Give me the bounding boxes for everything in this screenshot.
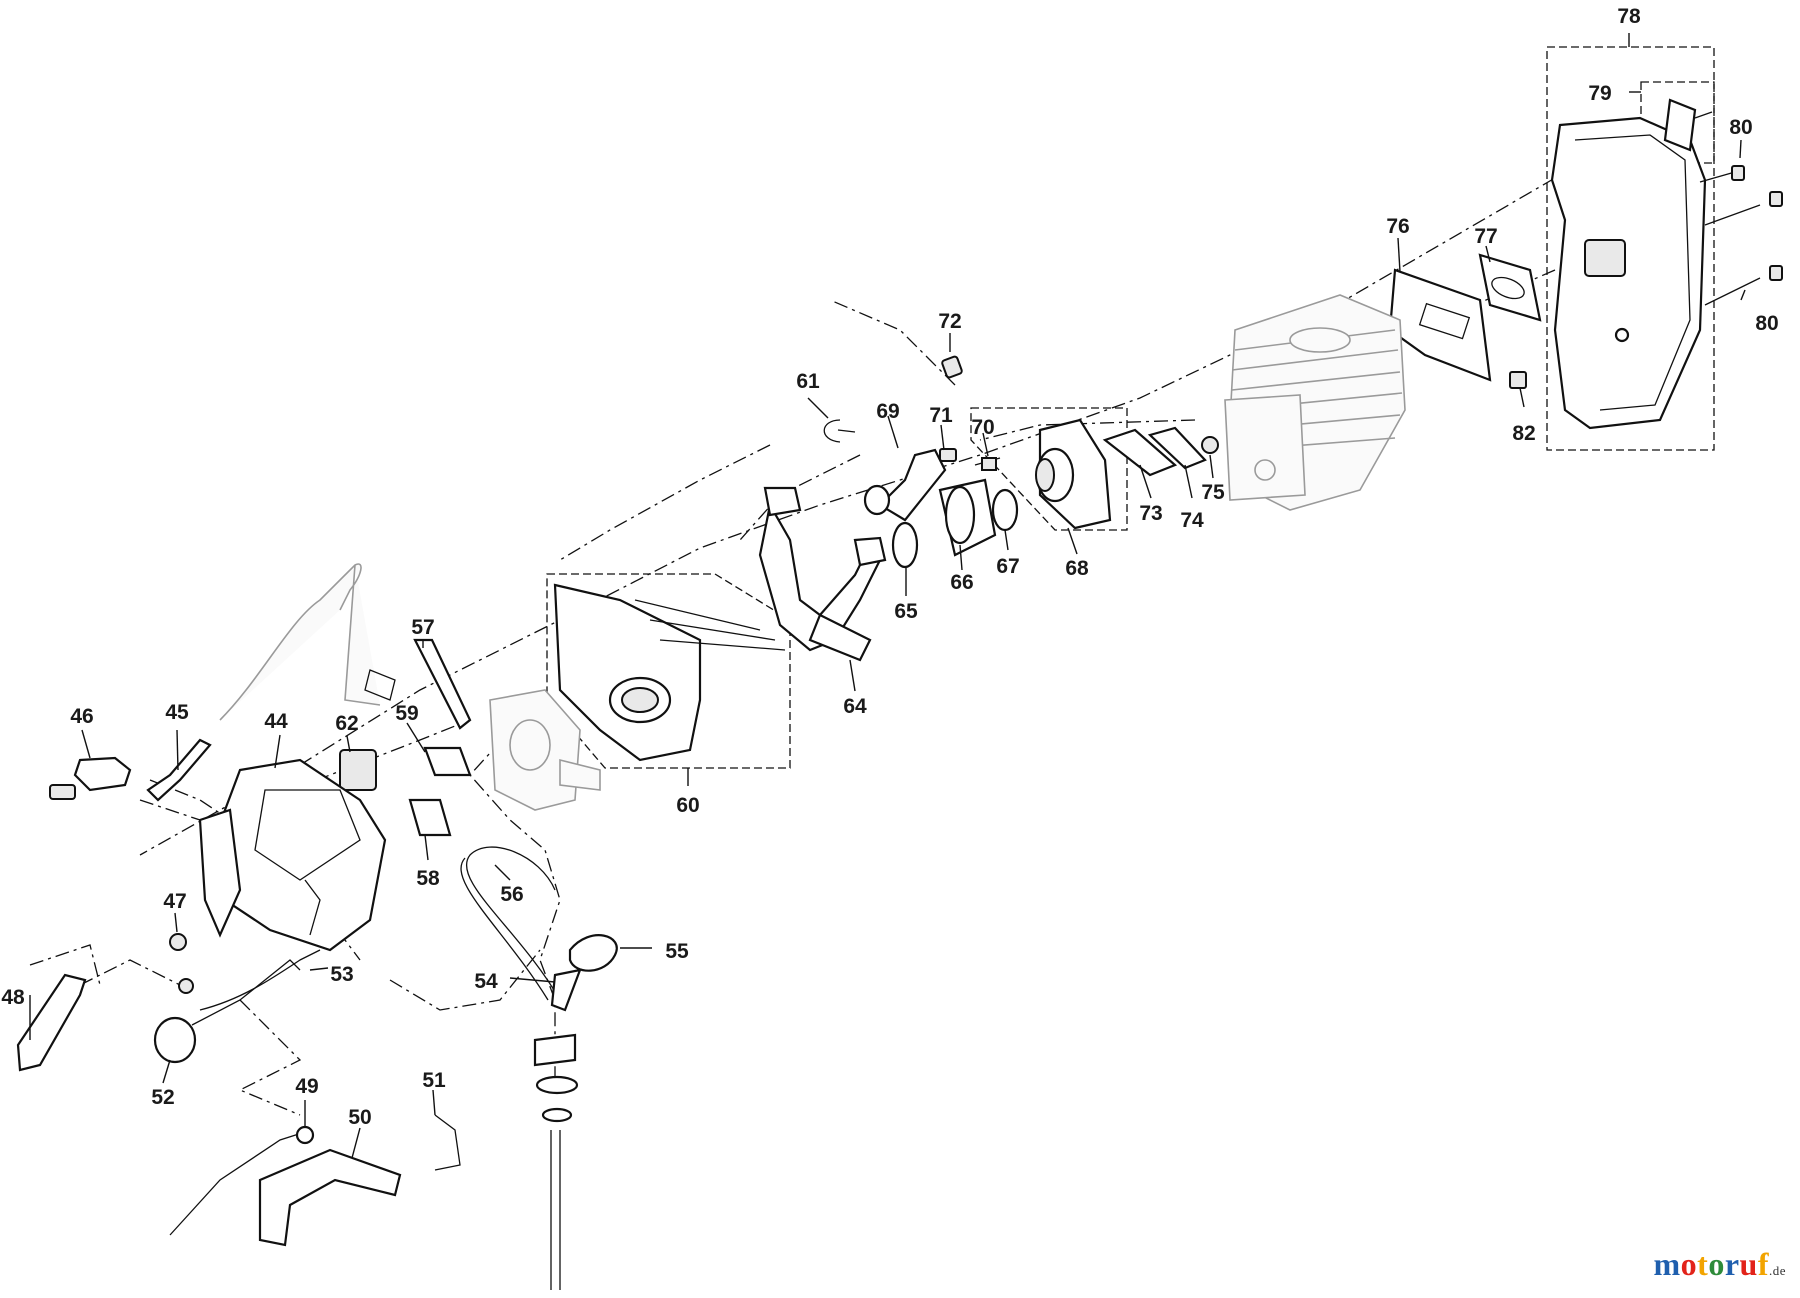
plate-part-73 — [1102, 428, 1178, 477]
callout-44: 44 — [264, 710, 288, 733]
group-box-68 — [970, 407, 1128, 531]
rod-part-45 — [146, 738, 212, 802]
spring-part-51 — [434, 1114, 461, 1171]
callout-52: 52 — [151, 1086, 174, 1109]
watermark-letter: t — [1697, 1246, 1709, 1282]
callout-78: 78 — [1617, 5, 1641, 28]
callout-75: 75 — [1201, 481, 1225, 504]
callout-70: 70 — [971, 416, 994, 439]
callout-67: 67 — [996, 555, 1019, 578]
callout-64: 64 — [843, 695, 867, 718]
callout-56: 56 — [500, 883, 523, 906]
callout-76: 76 — [1386, 215, 1409, 238]
callout-61: 61 — [796, 370, 820, 393]
lever-part-48 — [16, 973, 87, 1072]
callout-57: 57 — [411, 616, 434, 639]
watermark-logo: motoruf.de — [1654, 1246, 1787, 1283]
gasket-part-59 — [423, 746, 472, 777]
nut-part-47 — [169, 933, 187, 951]
callout-55: 55 — [665, 940, 689, 963]
lever-part-50 — [258, 1148, 402, 1247]
callout-72: 72 — [938, 310, 961, 333]
fuel-hose-part-56 — [460, 846, 561, 1001]
clamp-part-67 — [991, 488, 1019, 532]
washer-part-75 — [1201, 436, 1219, 454]
gasket-part-58 — [408, 798, 452, 837]
intake-boot-part-66 — [938, 478, 997, 557]
trigger-part-46 — [49, 756, 132, 800]
clamp-part-65 — [891, 521, 919, 569]
callout-73: 73 — [1139, 502, 1162, 525]
watermark-letter: o — [1680, 1246, 1698, 1282]
plate-part-74 — [1147, 426, 1207, 470]
screw-part-72 — [941, 355, 963, 379]
callout-58: 58 — [416, 867, 440, 890]
callout-82: 82 — [1512, 422, 1535, 445]
spring-part-49 — [169, 1131, 306, 1236]
screw-part-71 — [939, 448, 957, 462]
callout-48: 48 — [1, 986, 25, 1009]
clip-part-61 — [823, 419, 856, 443]
nut-part-82 — [1509, 371, 1527, 389]
clip-part-55 — [568, 934, 618, 972]
callout-74: 74 — [1180, 509, 1204, 532]
callout-71: 71 — [929, 404, 953, 427]
impulse-tube-part-64 — [758, 486, 887, 662]
callout-68: 68 — [1065, 557, 1089, 580]
callout-65: 65 — [894, 600, 918, 623]
cylinder-reference — [1224, 294, 1406, 511]
hose-part-53 — [199, 949, 321, 1011]
throttle-cable-reference — [219, 563, 381, 721]
connector-part-54 — [550, 968, 582, 1012]
callout-47: 47 — [163, 890, 186, 913]
callout-62: 62 — [335, 712, 358, 735]
callout-79: 79 — [1588, 82, 1611, 105]
callout-50: 50 — [348, 1106, 371, 1129]
watermark-letter: f — [1757, 1246, 1769, 1282]
callout-66: 66 — [950, 571, 973, 594]
callout-labels: 78 79 80 80 76 77 82 72 61 69 71 70 73 7… — [1, 5, 1778, 1129]
muffler-part-78 — [1550, 98, 1713, 430]
bolts-80 — [1699, 165, 1783, 306]
nipple-part-70 — [974, 457, 1001, 471]
hose-part-57 — [413, 638, 472, 730]
watermark-letter: u — [1739, 1246, 1758, 1282]
callout-69: 69 — [876, 400, 899, 423]
carburetor-flange-part-60 — [553, 583, 786, 762]
callout-60: 60 — [676, 794, 699, 817]
watermark-letter: r — [1724, 1246, 1740, 1282]
filter-part-62 — [339, 749, 377, 791]
gasket-part-77 — [1478, 253, 1542, 322]
primer-part-52 — [153, 959, 301, 1064]
callout-53: 53 — [330, 963, 353, 986]
callout-54: 54 — [474, 970, 498, 993]
watermark-suffix: .de — [1768, 1263, 1786, 1278]
callout-45: 45 — [165, 701, 189, 724]
callout-49: 49 — [295, 1075, 318, 1098]
callout-59: 59 — [395, 702, 418, 725]
intake-flange-part-68 — [1035, 418, 1112, 530]
callout-80-bottom: 80 — [1755, 312, 1778, 335]
carburetor-reference — [489, 689, 601, 811]
callout-80-top: 80 — [1729, 116, 1752, 139]
group-box-78 — [1546, 46, 1715, 451]
callout-46: 46 — [70, 705, 93, 728]
watermark-letter: o — [1708, 1246, 1725, 1282]
watermark-letter: m — [1653, 1246, 1681, 1282]
leader-lines — [29, 33, 1746, 1159]
hose-part-69 — [878, 448, 947, 522]
callout-77: 77 — [1474, 225, 1497, 248]
gasket-part-76 — [1388, 268, 1492, 382]
callout-51: 51 — [422, 1069, 446, 1092]
watermark-brand: motoruf — [1654, 1246, 1769, 1282]
handle-housing-part-44 — [198, 758, 387, 952]
fuel-pickup-reference — [533, 1033, 579, 1290]
